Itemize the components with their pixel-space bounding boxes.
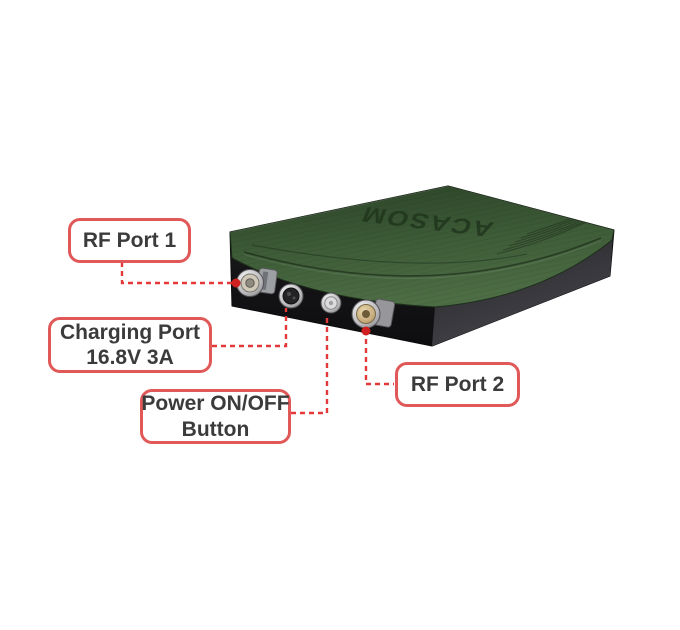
device-base-right-side (432, 234, 613, 346)
callout-rf-port-2: RF Port 2 (395, 362, 520, 407)
callout-text: RF Port 1 (82, 228, 177, 252)
power-button (320, 292, 342, 314)
leader-line-rf-port-1 (120, 262, 232, 285)
leader-line-charging-port (212, 308, 288, 348)
callout-text: Button (181, 417, 250, 441)
leader-line-rf-port-2 (364, 330, 394, 386)
rf-port-1-connector (236, 267, 278, 297)
leader-dot-rf-port-1 (231, 278, 241, 288)
callout-rf-port-1: RF Port 1 (68, 218, 191, 263)
callout-power-button: Power ON/OFF Button (140, 389, 291, 444)
device-top-texture (230, 186, 614, 307)
callout-text: 16.8V 3A (86, 346, 174, 369)
rf-port-2-connector (351, 298, 396, 329)
callout-text: Charging Port (60, 320, 200, 344)
leader-dot-rf-port-2 (361, 326, 371, 336)
leader-line-power-button (291, 315, 329, 415)
callout-text: RF Port 2 (410, 372, 505, 396)
callout-text: Power ON/OFF (141, 392, 290, 416)
callout-charging-port: Charging Port 16.8V 3A (48, 317, 212, 373)
charging-port-connector (278, 283, 304, 309)
